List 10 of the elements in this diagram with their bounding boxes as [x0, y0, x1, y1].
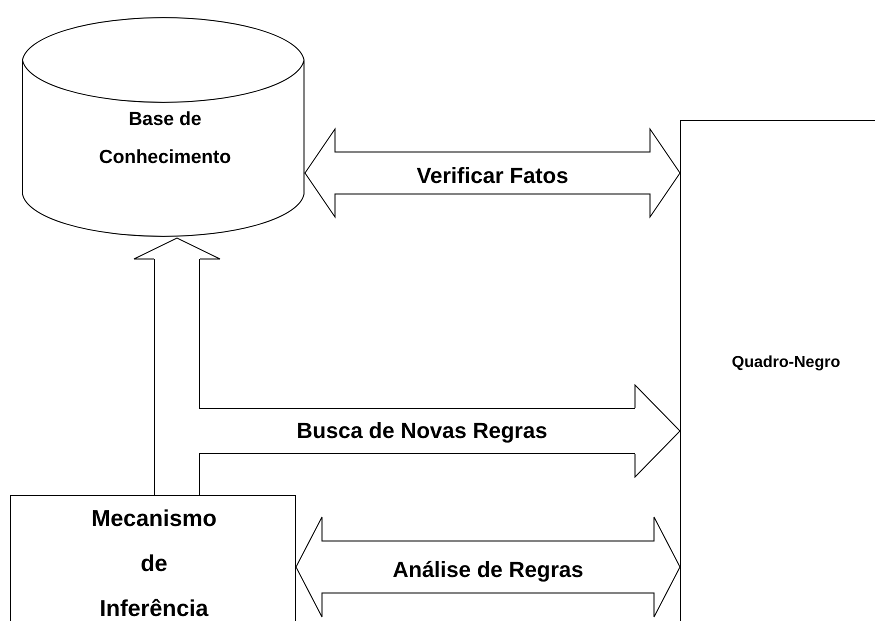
process-box	[10, 495, 296, 621]
edge-label: Busca de Novas Regras	[296, 418, 548, 444]
node-label: Quadro-Negro	[730, 353, 842, 373]
edge-label: Verificar Fatos	[416, 163, 568, 189]
node-label: Base de Conhecimento	[98, 108, 232, 170]
blackboard-panel	[680, 120, 875, 621]
edge-label: Análise de Regras	[392, 557, 584, 583]
node-label: Mecanismo de Inferência	[91, 504, 217, 621]
double-block-arrow	[295, 516, 681, 618]
double-block-arrow	[304, 127, 681, 219]
